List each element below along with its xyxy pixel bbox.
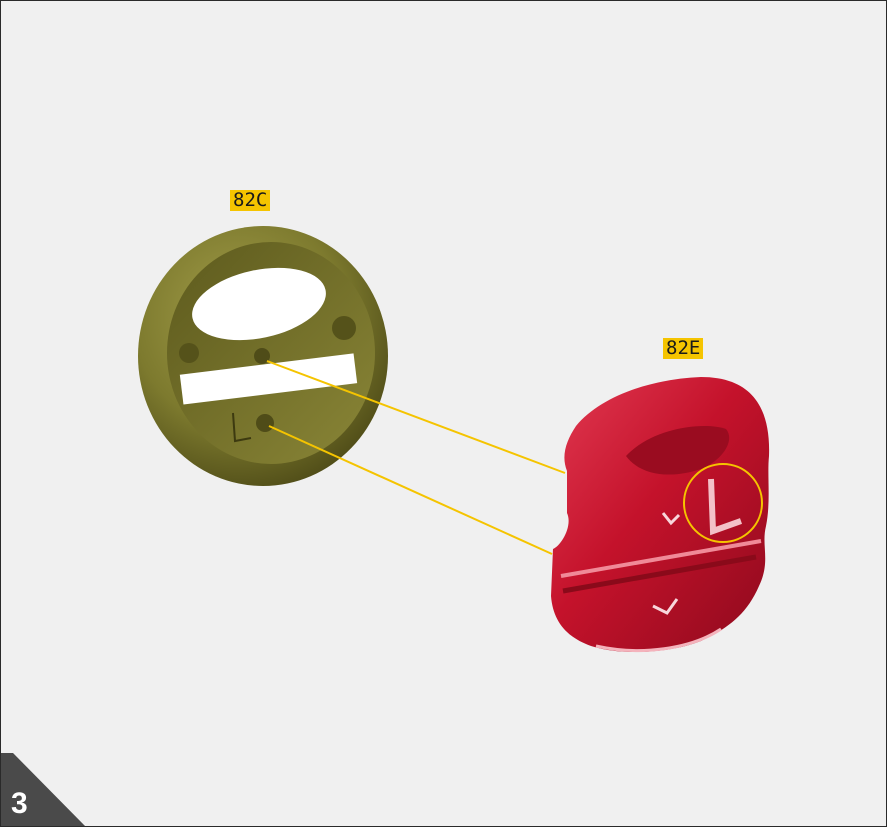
step-number: 3 xyxy=(11,787,28,821)
part-82c xyxy=(138,226,388,486)
part-82c-pin-lower xyxy=(256,414,274,432)
part-label-82c: 82C xyxy=(230,190,270,211)
part-82e xyxy=(551,377,769,652)
connector-line-lower xyxy=(269,426,552,554)
part-label-82e: 82E xyxy=(663,338,703,359)
part-82c-side-peg-right xyxy=(332,316,356,340)
part-82c-side-peg-left xyxy=(179,343,199,363)
